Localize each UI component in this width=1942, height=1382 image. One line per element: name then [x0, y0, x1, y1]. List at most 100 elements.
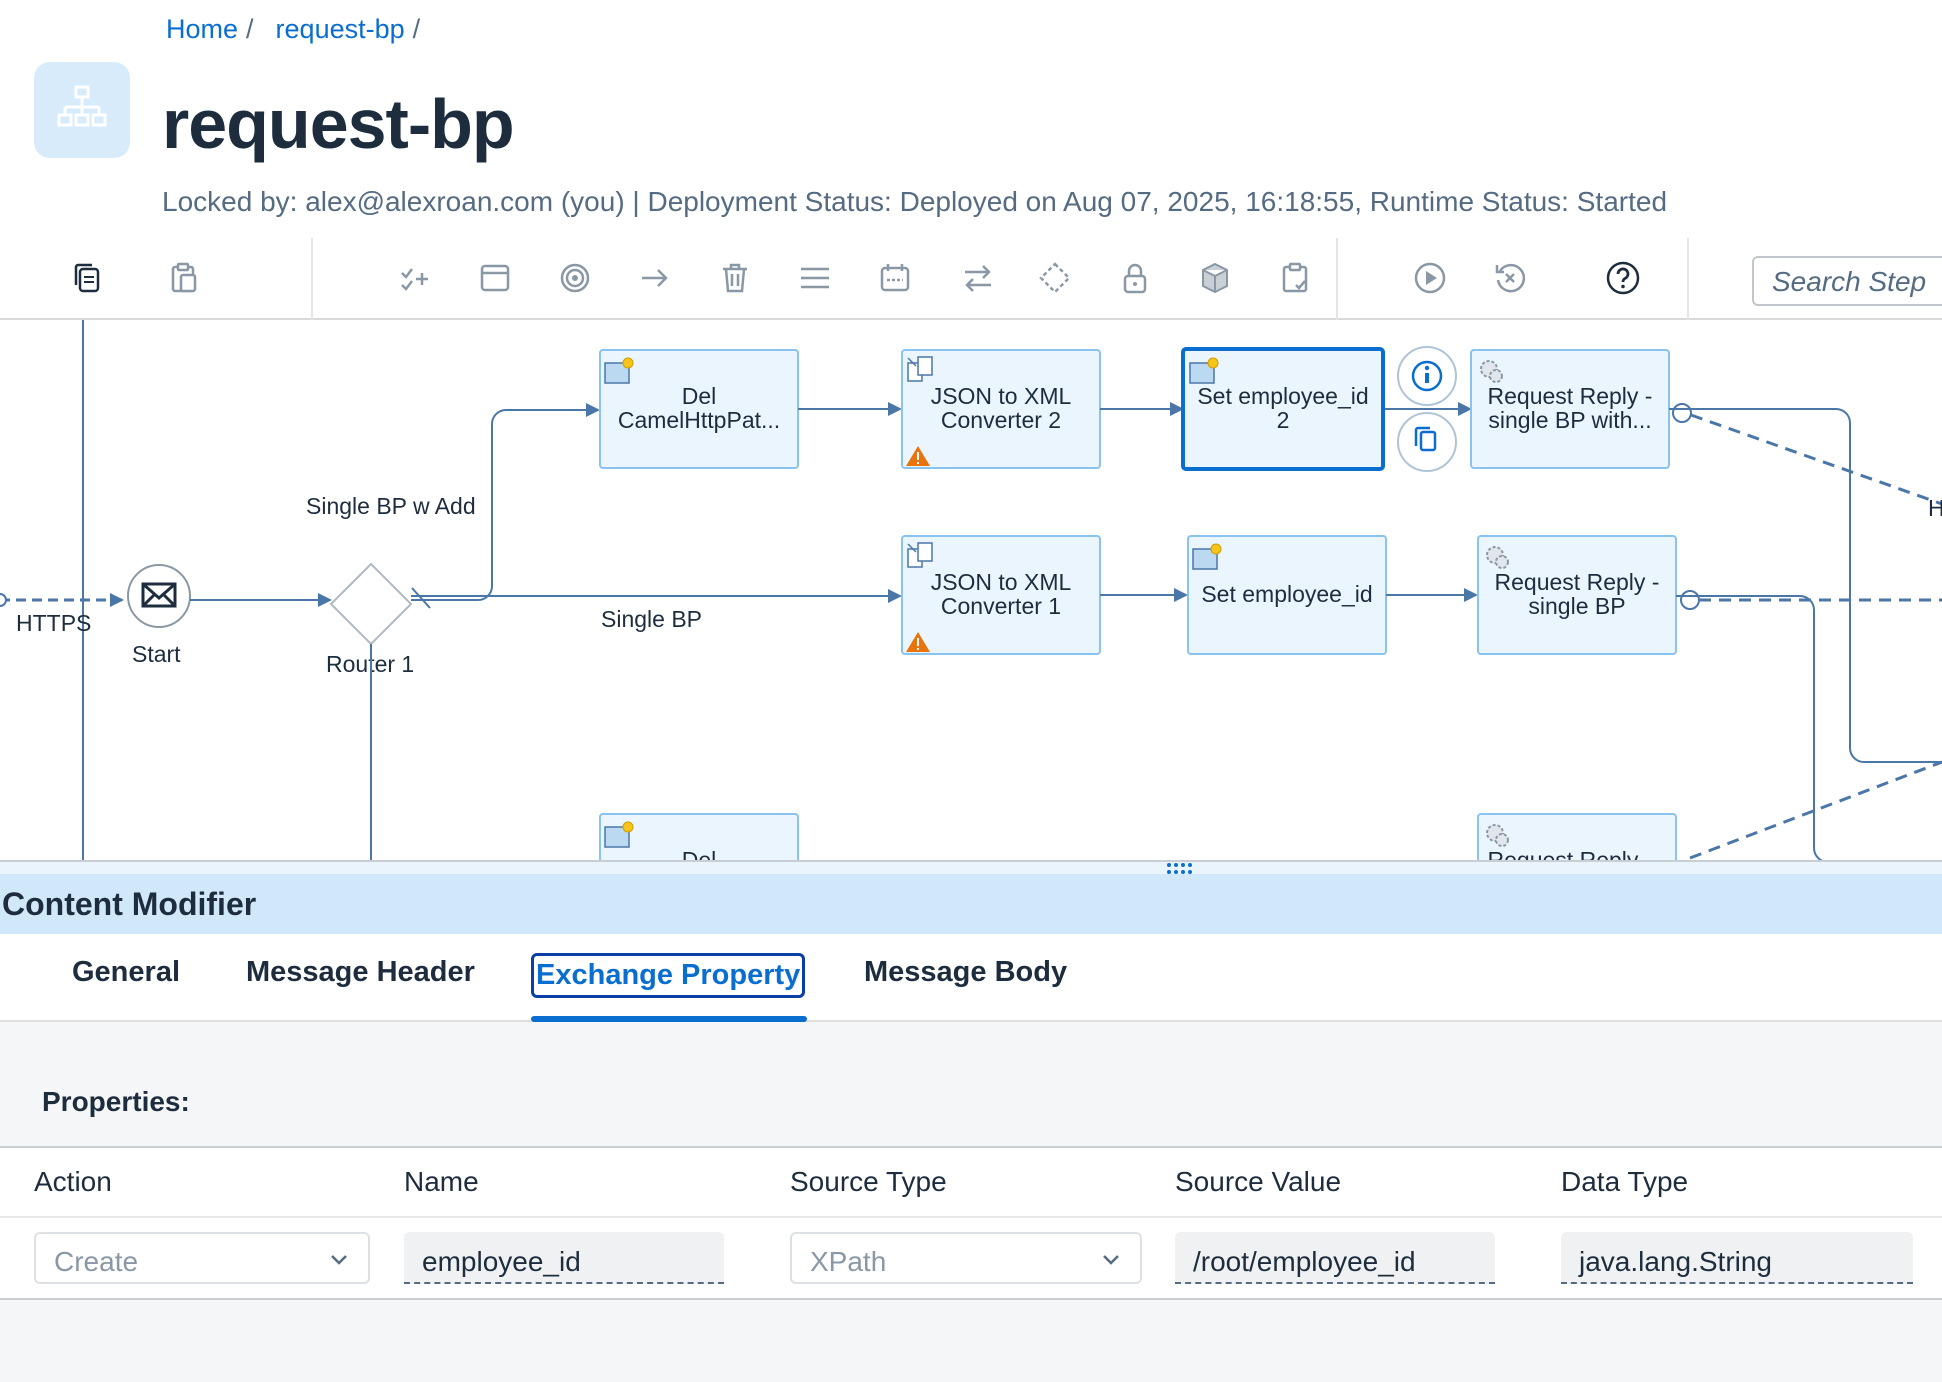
- action-select[interactable]: Create: [34, 1232, 370, 1284]
- source-type-value: XPath: [810, 1246, 887, 1277]
- source-type-select[interactable]: XPath: [790, 1232, 1142, 1284]
- tab-general[interactable]: General: [72, 956, 180, 988]
- panel-title: Content Modifier: [2, 886, 257, 922]
- action-value: Create: [54, 1246, 139, 1277]
- svg-text:Del: Del: [682, 847, 717, 862]
- svg-text:Request Reply -: Request Reply -: [1495, 569, 1660, 595]
- toolbar-separator: [311, 238, 313, 320]
- integration-flow-icon: [34, 62, 130, 158]
- delete-icon[interactable]: [715, 258, 755, 298]
- edge-label-h: H: [1928, 495, 1942, 521]
- step-request-reply-single-bp[interactable]: Request Reply - single BP: [1477, 535, 1677, 655]
- column-header-source-type: Source Type: [790, 1166, 947, 1197]
- tab-exchange-property[interactable]: Exchange Property: [531, 953, 806, 998]
- route-label-middle: Single BP: [601, 606, 702, 632]
- column-header-action: Action: [34, 1166, 112, 1197]
- step-del-camelhttppath[interactable]: Del CamelHttpPat...: [599, 349, 799, 469]
- warning-icon: [906, 632, 930, 652]
- svg-text:JSON to XML: JSON to XML: [931, 383, 1072, 409]
- play-icon[interactable]: [1410, 258, 1450, 298]
- copy-icon[interactable]: [68, 258, 108, 298]
- integration-flow-canvas[interactable]: HTTPS Start Router 1 Single BP w Add Sin…: [0, 320, 1942, 862]
- exchange-property-content: Properties: Action Name Source Type Sour…: [0, 1022, 1942, 1382]
- window-icon[interactable]: [475, 258, 515, 298]
- svg-text:Set employee_id: Set employee_id: [1201, 581, 1372, 607]
- content-modifier-icon: [604, 357, 634, 384]
- svg-text:Request Reply -: Request Reply -: [1488, 847, 1653, 862]
- warning-icon: [906, 446, 930, 466]
- source-value-input[interactable]: /root/employee_id: [1175, 1232, 1495, 1284]
- arrow-right-icon[interactable]: [635, 258, 675, 298]
- menu-icon[interactable]: [795, 258, 835, 298]
- undo-cancel-icon[interactable]: [1490, 258, 1530, 298]
- tab-message-header[interactable]: Message Header: [246, 956, 475, 988]
- step-set-employee-id[interactable]: Set employee_id: [1187, 535, 1387, 655]
- step-json-to-xml-converter-1[interactable]: JSON to XML Converter 1: [901, 535, 1101, 655]
- breadcrumb-home-link[interactable]: Home: [166, 14, 239, 44]
- gateway-icon[interactable]: [1035, 258, 1075, 298]
- status-subtitle: Locked by: alex@alexroan.com (you) | Dep…: [162, 186, 1668, 217]
- breadcrumb-separator: /: [246, 14, 254, 44]
- svg-text:Converter 2: Converter 2: [941, 407, 1061, 433]
- step-request-reply-lower[interactable]: Request Reply -: [1477, 813, 1677, 862]
- info-icon[interactable]: [1397, 346, 1457, 406]
- column-header-source-value: Source Value: [1175, 1166, 1342, 1197]
- property-name-input[interactable]: employee_id: [404, 1232, 724, 1284]
- step-set-employee-id-2-selected[interactable]: Set employee_id 2: [1181, 347, 1385, 471]
- clipboard-check-icon[interactable]: [1275, 258, 1315, 298]
- page-title: request-bp: [162, 85, 515, 163]
- start-label: Start: [132, 641, 181, 667]
- converter-icon: [907, 356, 933, 382]
- breadcrumb-separator: /: [412, 14, 421, 44]
- lock-icon[interactable]: [1115, 258, 1155, 298]
- property-tabs: General Message Header Exchange Property…: [0, 934, 1942, 1022]
- gear-icon: [1486, 824, 1509, 847]
- svg-text:single BP with...: single BP with...: [1488, 407, 1651, 433]
- data-type-input[interactable]: java.lang.String: [1561, 1232, 1913, 1284]
- svg-text:Converter 1: Converter 1: [941, 593, 1061, 619]
- https-label: HTTPS: [16, 610, 91, 636]
- breadcrumb: Home / request-bp /: [166, 14, 420, 45]
- svg-text:CamelHttpPat...: CamelHttpPat...: [618, 407, 780, 433]
- tab-message-body[interactable]: Message Body: [864, 956, 1068, 988]
- svg-text:2: 2: [1277, 407, 1290, 433]
- table-header-divider: [0, 1216, 1942, 1218]
- svg-text:Request Reply -: Request Reply -: [1488, 383, 1653, 409]
- active-tab-indicator: [531, 1016, 807, 1022]
- properties-table: Action Name Source Type Source Value Dat…: [0, 1146, 1942, 1300]
- panel-resize-handle[interactable]: [0, 862, 1942, 874]
- toolbar-separator: [1336, 238, 1338, 320]
- svg-text:Del: Del: [682, 383, 717, 409]
- chevron-down-icon: [331, 1255, 347, 1265]
- svg-text:single BP: single BP: [1528, 593, 1625, 619]
- step-del-lower[interactable]: Del: [599, 813, 799, 862]
- column-header-name: Name: [404, 1166, 479, 1197]
- paste-icon[interactable]: [164, 258, 204, 298]
- package-icon[interactable]: [1195, 258, 1235, 298]
- add-step-icon[interactable]: [395, 258, 435, 298]
- search-step-input[interactable]: Search Step: [1752, 256, 1942, 306]
- breadcrumb-current-link[interactable]: request-bp: [275, 14, 405, 44]
- swap-icon[interactable]: [958, 258, 998, 298]
- help-icon[interactable]: [1603, 258, 1643, 298]
- editor-toolbar: [0, 238, 1942, 320]
- content-modifier-icon: [1192, 543, 1222, 570]
- properties-label: Properties:: [42, 1086, 190, 1117]
- target-icon[interactable]: [555, 258, 595, 298]
- svg-text:Set employee_id: Set employee_id: [1197, 383, 1368, 409]
- property-panel-header: Content Modifier: [0, 874, 1942, 934]
- copy-step-icon[interactable]: [1397, 412, 1457, 472]
- router-gateway[interactable]: [329, 562, 413, 646]
- step-json-to-xml-converter-2[interactable]: JSON to XML Converter 2: [901, 349, 1101, 469]
- svg-text:JSON to XML: JSON to XML: [931, 569, 1072, 595]
- route-label-upper: Single BP w Add: [306, 493, 476, 519]
- converter-icon: [907, 542, 933, 568]
- step-request-reply-single-bp-with[interactable]: Request Reply - single BP with...: [1470, 349, 1670, 469]
- gear-icon: [1486, 546, 1509, 569]
- gear-icon: [1480, 360, 1503, 383]
- content-modifier-icon: [604, 821, 634, 848]
- drag-handle-icon: [1167, 863, 1192, 874]
- page-header: Home / request-bp / request-bp Locked by…: [0, 0, 1942, 238]
- calendar-icon[interactable]: [875, 258, 915, 298]
- toolbar-separator: [1687, 238, 1689, 320]
